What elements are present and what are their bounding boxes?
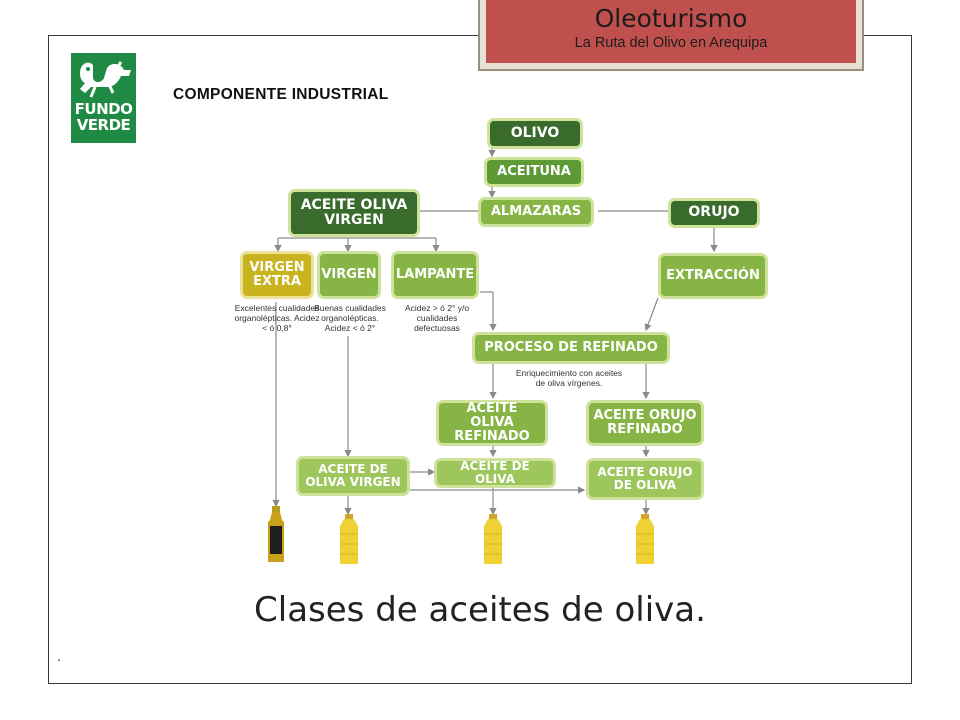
lizard-icon: [80, 61, 131, 98]
bottle-icon: [340, 514, 358, 564]
note-virgen-extra: Excelentes cualidades organolépticas. Ac…: [234, 303, 320, 333]
node-almazaras: ALMAZARAS: [478, 197, 594, 227]
note-virgen: Buenas cualidades organolépticas. Acidez…: [314, 303, 386, 333]
note-enriquecimiento: Enriquecimiento con aceites de oliva vír…: [515, 368, 623, 388]
node-orujo: ORUJO: [668, 198, 760, 228]
footer-mark: .: [57, 648, 61, 664]
bottle-icon: [484, 514, 502, 564]
flow-connectors: [272, 147, 718, 516]
node-olivo: OLIVO: [487, 118, 583, 149]
node-aceite-oliva-refinado: ACEITE OLIVA REFINADO: [436, 400, 548, 446]
bottle-icon: [636, 514, 654, 564]
logo-line1: FUNDO: [74, 100, 133, 118]
dark-bottle-icon: [268, 506, 284, 562]
node-virgen: VIRGEN: [317, 251, 381, 299]
slide-caption: Clases de aceites de oliva.: [254, 590, 706, 630]
olive-oil-flow-diagram: OLIVO ACEITUNA ALMAZARAS ACEITE OLIVA VI…: [228, 112, 776, 572]
node-aceite-orujo-refinado: ACEITE ORUJO REFINADO: [586, 400, 704, 446]
node-aceite-orujo-de-oliva: ACEITE ORUJO DE OLIVA: [586, 458, 704, 500]
banner-title: Oleoturismo: [594, 4, 748, 33]
section-label: COMPONENTE INDUSTRIAL: [173, 86, 389, 103]
node-virgen-extra: VIRGEN EXTRA: [240, 251, 314, 299]
logo-line2: VERDE: [76, 116, 131, 134]
title-banner: Oleoturismo La Ruta del Olivo en Arequip…: [478, 0, 864, 71]
node-proceso-refinado: PROCESO DE REFINADO: [472, 332, 670, 364]
node-extraccion: EXTRACCIÓN: [658, 253, 768, 299]
node-aceite-oliva-virgen: ACEITE OLIVA VIRGEN: [288, 189, 420, 237]
banner-subtitle: La Ruta del Olivo en Arequipa: [574, 35, 768, 51]
note-lampante: Acidez > ó 2° y/o cualidades defectuosas: [404, 303, 470, 333]
node-lampante: LAMPANTE: [391, 251, 479, 299]
node-aceite-de-oliva: ACEITE DE OLIVA: [434, 458, 556, 488]
node-aceituna: ACEITUNA: [484, 157, 584, 187]
node-aceite-de-oliva-virgen: ACEITE DE OLIVA VIRGEN: [296, 456, 410, 496]
fundo-verde-logo: FUNDO VERDE: [71, 53, 136, 143]
